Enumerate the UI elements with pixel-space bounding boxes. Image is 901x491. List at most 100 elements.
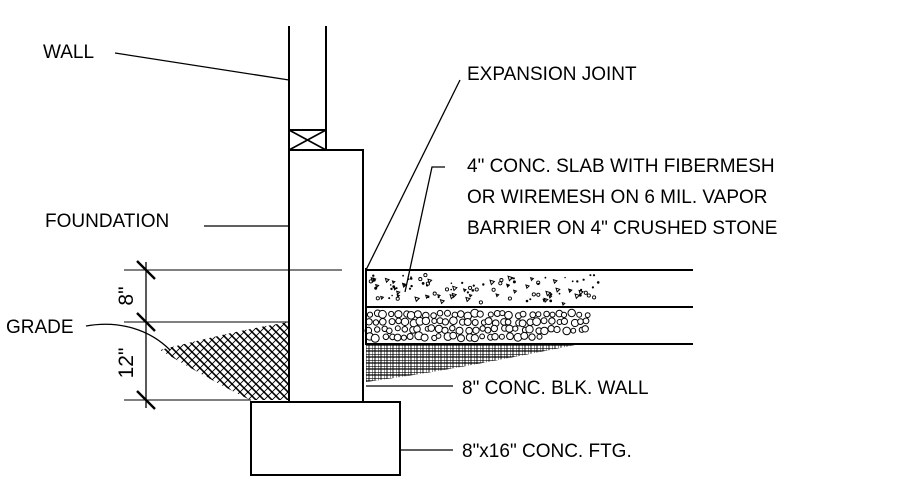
- stone-aggregate: [388, 310, 395, 318]
- concrete-aggregate: [466, 291, 469, 294]
- stone-aggregate: [427, 324, 436, 332]
- concrete-aggregate: [402, 274, 404, 277]
- stone-aggregate: [499, 310, 506, 317]
- concrete-aggregate: [529, 276, 535, 282]
- footing: [250, 401, 401, 476]
- stone-aggregate: [543, 310, 550, 318]
- stone-aggregate: [370, 333, 380, 343]
- stone-aggregate: [401, 326, 409, 333]
- label-expansion-joint: EXPANSION JOINT: [467, 64, 637, 85]
- concrete-aggregate: [390, 287, 393, 291]
- concrete-aggregate: [439, 298, 446, 305]
- concrete-aggregate: [425, 284, 429, 287]
- concrete-aggregate: [395, 287, 398, 290]
- stone-aggregate: [444, 309, 451, 317]
- concrete-aggregate: [582, 278, 585, 281]
- stone-aggregate: [372, 319, 380, 326]
- concrete-aggregate: [592, 274, 596, 277]
- stone-aggregate: [540, 326, 549, 336]
- stone-aggregate: [570, 327, 577, 334]
- stone-aggregate: [479, 333, 486, 340]
- concrete-aggregate: [499, 278, 504, 283]
- concrete-aggregate: [471, 289, 475, 292]
- stone-aggregate: [560, 317, 569, 325]
- stone-aggregate: [449, 331, 458, 340]
- concrete-aggregate: [489, 279, 496, 286]
- stone-aggregate: [420, 333, 429, 342]
- stone-aggregate: [549, 311, 556, 318]
- stone-aggregate: [457, 310, 465, 318]
- concrete-aggregate: [418, 277, 423, 282]
- concrete-aggregate: [544, 276, 547, 279]
- concrete-aggregate: [498, 281, 503, 286]
- concrete-aggregate: [543, 297, 549, 304]
- concrete-aggregate: [450, 282, 453, 285]
- concrete-aggregate: [472, 284, 475, 287]
- stone-aggregate: [388, 318, 396, 326]
- concrete-aggregate: [548, 294, 553, 299]
- concrete-aggregate: [410, 284, 413, 288]
- slab-leader: [404, 166, 445, 293]
- concrete-aggregate: [432, 291, 437, 296]
- concrete-aggregate: [531, 292, 536, 297]
- concrete-aggregate: [536, 292, 541, 297]
- stone-aggregate: [378, 309, 387, 319]
- stone-aggregate: [457, 334, 465, 343]
- concrete-aggregate: [437, 293, 442, 298]
- stone-aggregate: [476, 310, 484, 318]
- expansion-joint-leader: [365, 79, 461, 271]
- concrete-aggregate: [536, 280, 541, 285]
- concrete-aggregate: [396, 294, 401, 298]
- concrete-aggregate: [578, 289, 584, 296]
- concrete-aggregate: [555, 287, 561, 293]
- stone-aggregate: [536, 333, 543, 340]
- concrete-aggregate: [444, 287, 450, 292]
- concrete-aggregate: [507, 275, 514, 282]
- concrete-aggregate: [482, 283, 485, 286]
- grade-earth-fill: [160, 322, 289, 400]
- concrete-aggregate: [401, 282, 408, 289]
- concrete-aggregate: [449, 293, 456, 300]
- stone-aggregate: [560, 311, 568, 318]
- concrete-aggregate: [578, 293, 582, 297]
- stone-aggregate: [484, 326, 492, 334]
- stone-aggregate: [529, 311, 537, 319]
- concrete-aggregate: [591, 286, 595, 289]
- stone-aggregate: [567, 308, 576, 318]
- concrete-aggregate: [525, 284, 531, 290]
- label-slab-line1: 4" CONC. SLAB WITH FIBERMESH: [467, 156, 775, 177]
- stone-aggregate: [490, 324, 498, 333]
- concrete-aggregate: [549, 293, 553, 296]
- stone-aggregate: [519, 310, 527, 318]
- concrete-aggregate: [374, 286, 378, 290]
- stone-aggregate: [535, 311, 542, 318]
- concrete-aggregate: [495, 293, 500, 298]
- concrete-slab-speckle: [368, 273, 600, 307]
- stone-aggregate: [504, 310, 513, 320]
- concrete-aggregate: [451, 285, 458, 292]
- concrete-aggregate: [423, 273, 428, 278]
- concrete-aggregate: [391, 294, 393, 297]
- stone-aggregate: [393, 333, 402, 342]
- concrete-aggregate: [478, 300, 483, 305]
- concrete-aggregate: [427, 278, 433, 284]
- concrete-aggregate: [506, 283, 510, 288]
- concrete-aggregate: [395, 290, 401, 296]
- wall-leader: [114, 52, 290, 81]
- concrete-aggregate: [384, 277, 390, 284]
- concrete-aggregate: [424, 294, 430, 300]
- concrete-aggregate: [592, 295, 597, 300]
- stone-aggregate: [421, 316, 431, 326]
- dim-tick-mid: [136, 312, 156, 332]
- stone-aggregate: [465, 326, 473, 335]
- crushed-stone-layer: [364, 308, 591, 343]
- concrete-aggregate: [409, 277, 413, 280]
- stone-aggregate: [472, 326, 480, 334]
- stone-aggregate: [449, 316, 458, 326]
- concrete-aggregate: [450, 288, 453, 291]
- concrete-aggregate: [414, 296, 421, 303]
- stone-aggregate: [504, 318, 512, 326]
- stone-aggregate: [540, 317, 548, 325]
- concrete-aggregate: [375, 296, 380, 301]
